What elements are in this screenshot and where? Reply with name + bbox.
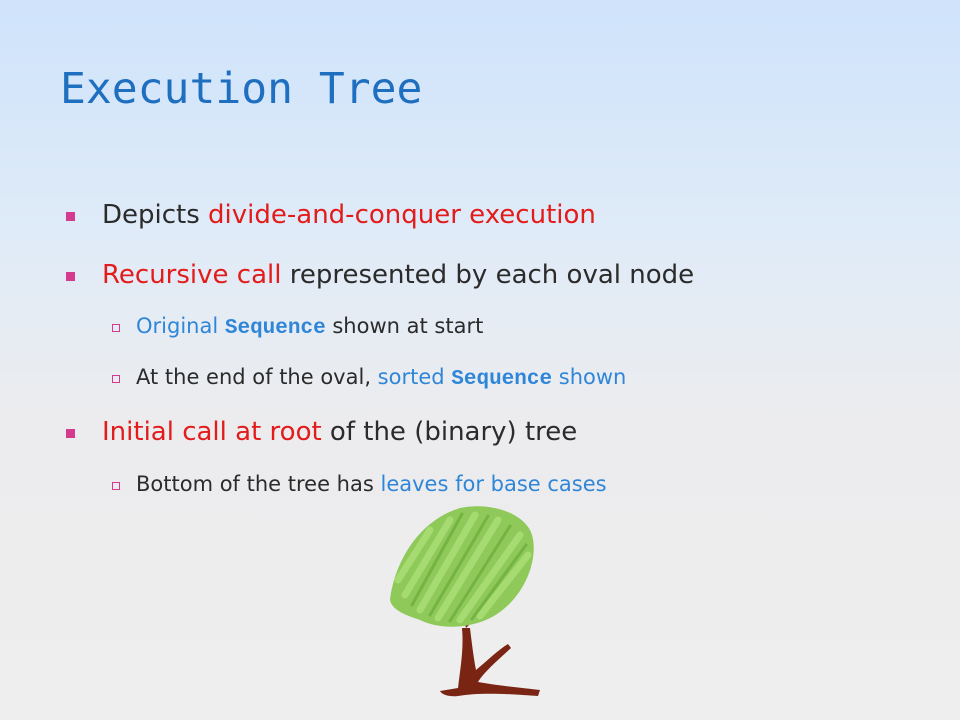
bullet-text: Bottom of the tree has leaves for base c…	[136, 472, 607, 496]
square-bullet-icon	[66, 429, 75, 438]
hollow-square-bullet-icon	[112, 324, 120, 332]
square-bullet-icon	[66, 272, 75, 281]
square-bullet-icon	[66, 212, 75, 221]
tree-illustration-icon	[390, 506, 540, 697]
bullet-text: At the end of the oval, sorted Sequence …	[136, 365, 627, 391]
bullet-text: Depicts divide-and-conquer execution	[102, 200, 596, 230]
hollow-square-bullet-icon	[112, 482, 120, 490]
slide-title: Execution Tree	[60, 64, 423, 114]
hollow-square-bullet-icon	[112, 375, 120, 383]
bullet-text: Original Sequence shown at start	[136, 314, 484, 340]
bullet-text: Initial call at root of the (binary) tre…	[102, 417, 578, 447]
bullet-text: Recursive call represented by each oval …	[102, 260, 695, 290]
